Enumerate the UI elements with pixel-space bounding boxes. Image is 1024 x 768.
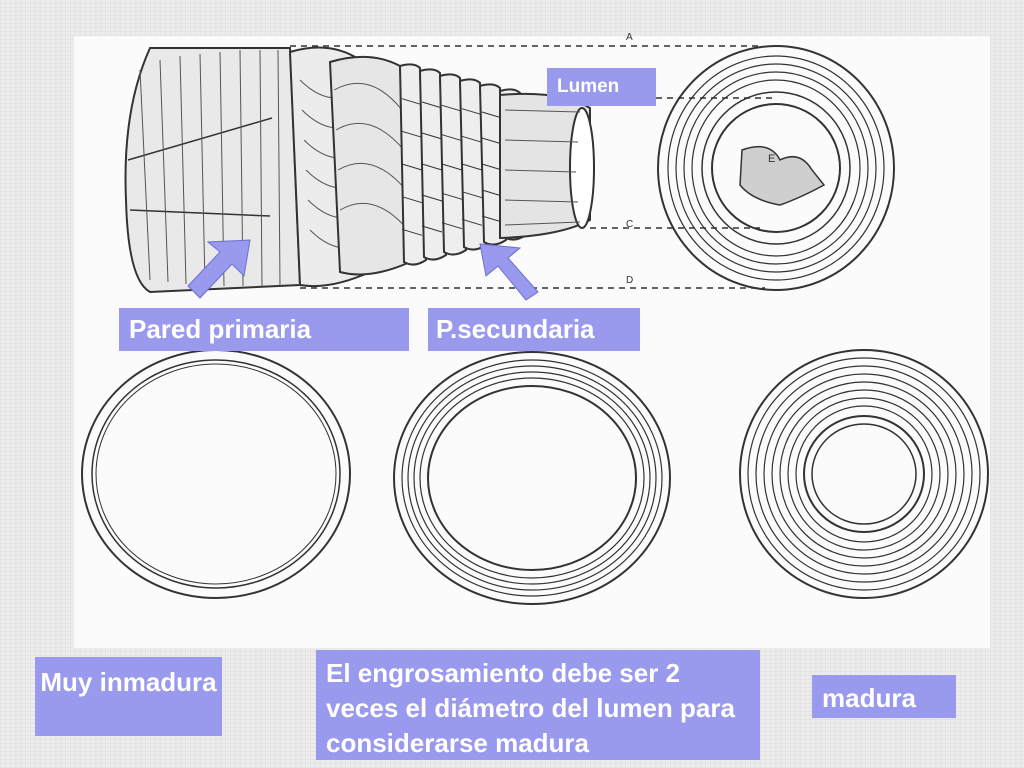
ring-line <box>419 377 645 579</box>
band-hatch <box>461 191 483 199</box>
ring-line <box>393 351 671 605</box>
ring-line <box>691 79 861 257</box>
band-hatch <box>401 98 423 106</box>
band-hatch <box>481 111 503 119</box>
secondary-wall-label: P.secundaria <box>428 308 640 351</box>
band-hatch <box>481 137 503 145</box>
band-hatch <box>461 108 483 116</box>
helical-band <box>438 73 468 256</box>
ring-line <box>755 365 973 583</box>
letter-c: C <box>626 219 633 230</box>
band-hatch <box>481 163 503 171</box>
ring-line <box>803 415 925 533</box>
cross-section-mature <box>739 349 989 599</box>
lumen-label: Lumen <box>547 68 656 106</box>
band-hatch <box>421 194 443 202</box>
ring-line <box>771 381 957 567</box>
band-hatch <box>461 218 483 226</box>
ring-line <box>675 63 877 273</box>
band-hatch <box>401 196 423 204</box>
ring-line <box>795 405 933 543</box>
band-hatch <box>441 104 463 112</box>
ring-line <box>711 103 841 233</box>
ring-line <box>739 349 989 599</box>
band-hatch <box>421 163 443 171</box>
band-hatch <box>461 135 483 143</box>
band-hatch <box>441 192 463 200</box>
ring-line <box>779 389 949 559</box>
ring-line <box>407 365 657 591</box>
primary-wall-label: Pared primaria <box>119 308 409 351</box>
band-hatch <box>441 222 463 230</box>
cross-section-intermediate <box>393 351 671 605</box>
band-hatch <box>441 163 463 171</box>
band-hatch <box>401 130 423 138</box>
band-hatch <box>421 101 443 109</box>
arrow-secondary-icon <box>479 243 539 301</box>
ring-line <box>657 45 895 291</box>
fiber-3d-drawing <box>124 45 895 294</box>
very-immature-label: Muy inmadura <box>35 657 222 736</box>
ring-line <box>683 71 869 265</box>
ring-line <box>747 357 981 591</box>
band-hatch <box>421 132 443 140</box>
cross-section-immature <box>81 349 351 599</box>
ring-line <box>413 371 651 585</box>
band-hatch <box>461 163 483 171</box>
letter-e: E <box>768 153 775 165</box>
ring-line <box>401 359 663 597</box>
band-hatch <box>401 228 423 236</box>
band-hatch <box>421 225 443 233</box>
thickening-note: El engrosamiento debe ser 2 veces el diá… <box>316 650 760 760</box>
mature-label: madura <box>812 675 956 718</box>
helical-band <box>418 68 448 261</box>
ring-line <box>811 423 917 525</box>
ring-line <box>763 373 965 575</box>
band-hatch <box>441 134 463 142</box>
band-hatch <box>481 189 503 197</box>
arrow-primary-icon <box>187 239 251 299</box>
ring-line <box>701 91 851 245</box>
ring-line <box>427 385 637 571</box>
ring-line <box>667 55 885 281</box>
letter-d: D <box>626 275 633 286</box>
letter-a: A <box>626 32 633 43</box>
helical-band <box>398 63 428 266</box>
band-hatch <box>481 215 503 223</box>
ring-line <box>787 397 941 551</box>
band-hatch <box>401 163 423 171</box>
